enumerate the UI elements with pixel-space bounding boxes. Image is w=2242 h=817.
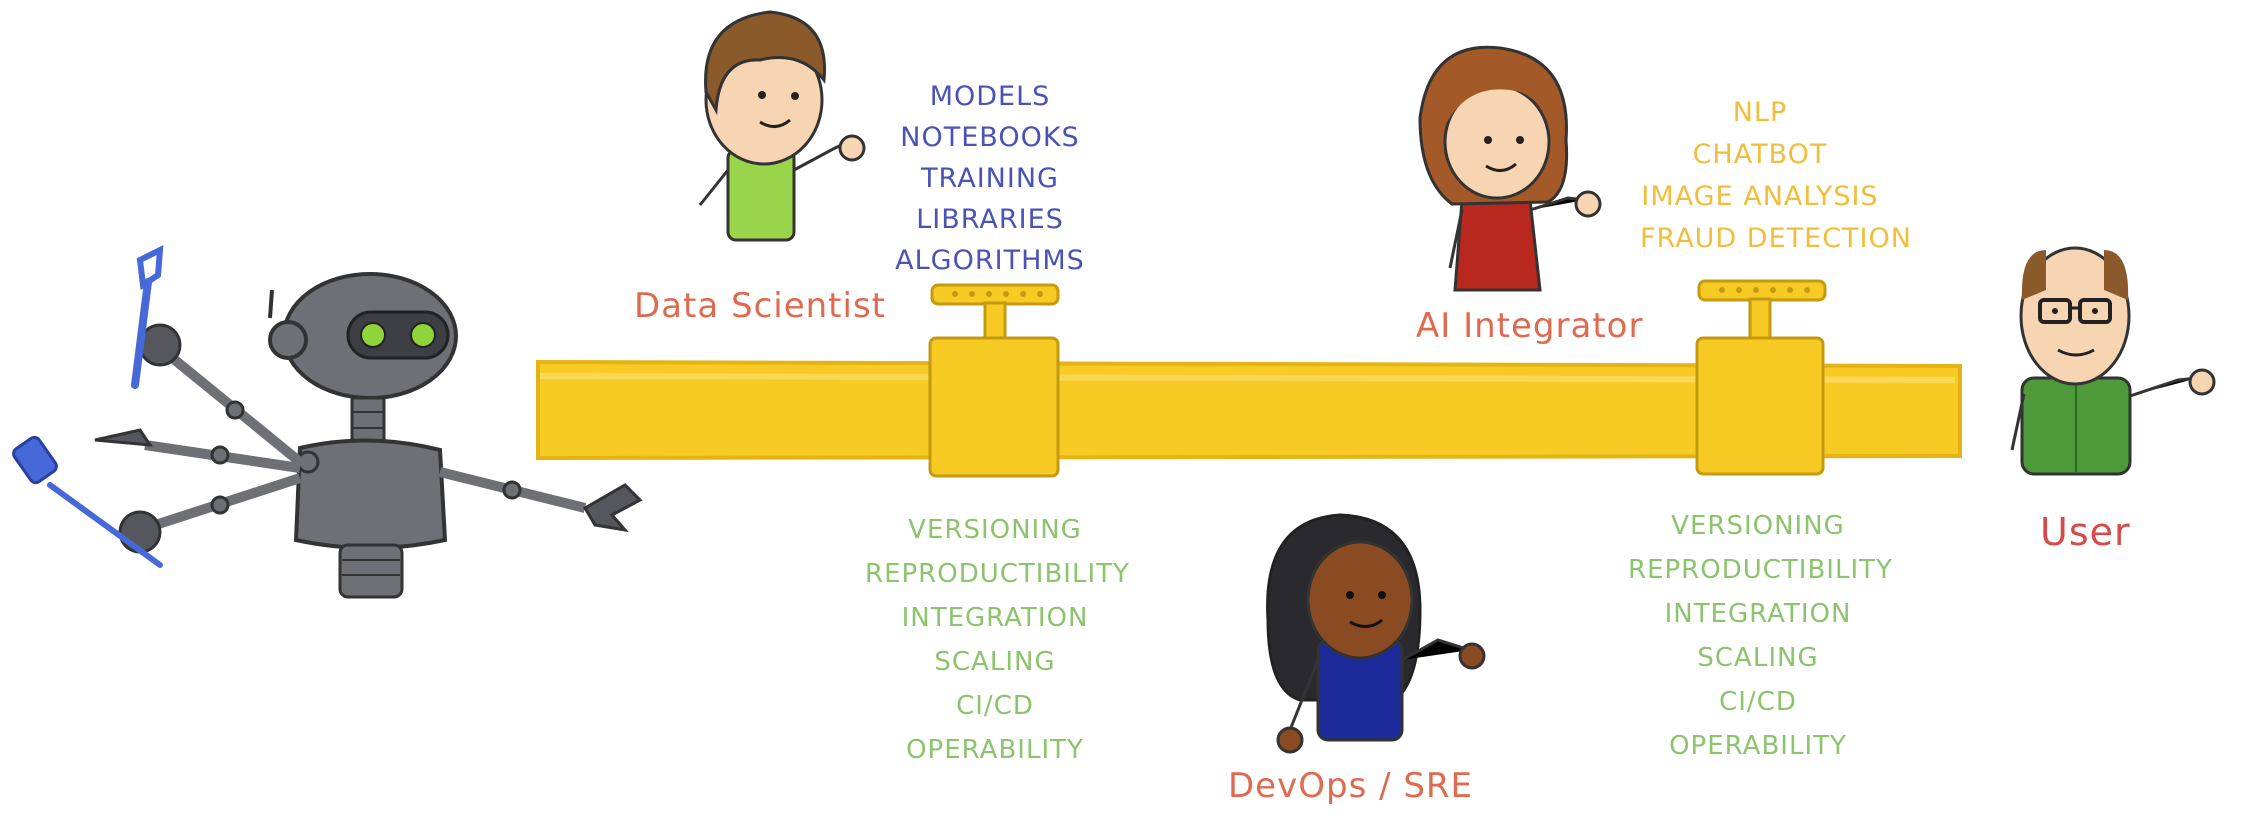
list-item: INTEGRATION (1664, 599, 1852, 629)
list-item: OPERABILITY (906, 735, 1084, 765)
list-item: CI/CD (956, 691, 1034, 721)
list-item: FRAUD DETECTION (1640, 223, 1912, 254)
list-item: IMAGE ANALYSIS (1641, 181, 1879, 212)
user-label: User (2040, 510, 2131, 554)
list-item: CI/CD (1719, 687, 1797, 717)
list-item: VERSIONING (908, 515, 1082, 545)
valve-icon (928, 283, 1060, 478)
list-item: MODELS (929, 81, 1051, 112)
data-scientist-label: Data Scientist (634, 286, 886, 326)
ai-integrator-figure (1418, 45, 1602, 292)
list-item: SCALING (1697, 643, 1819, 673)
list-item: CHATBOT (1692, 139, 1828, 170)
list-item: REPRODUCTIBILITY (865, 559, 1130, 589)
list-item: OPERABILITY (1669, 731, 1847, 761)
devops-sre-figure (1266, 513, 1486, 754)
data-scientist-figure (698, 10, 866, 242)
valve-icon (1695, 279, 1827, 476)
screwdriver-icon (12, 435, 163, 568)
ai-integrator-items: NLP CHATBOT IMAGE ANALYSIS FRAUD DETECTI… (1640, 92, 1912, 260)
ops-items-right: VERSIONING REPRODUCTIBILITY INTEGRATION … (1628, 504, 1893, 768)
wrench-icon (131, 244, 164, 389)
robot-icon (94, 272, 643, 599)
list-item: LIBRARIES (916, 204, 1064, 235)
list-item: VERSIONING (1671, 511, 1845, 541)
list-item: TRAINING (921, 163, 1059, 194)
list-item: ALGORITHMS (895, 245, 1085, 276)
list-item: REPRODUCTIBILITY (1628, 555, 1893, 585)
list-item: INTEGRATION (901, 603, 1089, 633)
devops-sre-label: DevOps / SRE (1228, 766, 1474, 806)
data-scientist-items: MODELS NOTEBOOKS TRAINING LIBRARIES ALGO… (880, 76, 1100, 281)
ops-items-left: VERSIONING REPRODUCTIBILITY INTEGRATION … (865, 508, 1130, 772)
list-item: SCALING (934, 647, 1056, 677)
list-item: NOTEBOOKS (900, 122, 1080, 153)
ai-integrator-label: AI Integrator (1416, 306, 1644, 346)
user-figure (2010, 246, 2216, 476)
list-item: NLP (1732, 97, 1788, 128)
